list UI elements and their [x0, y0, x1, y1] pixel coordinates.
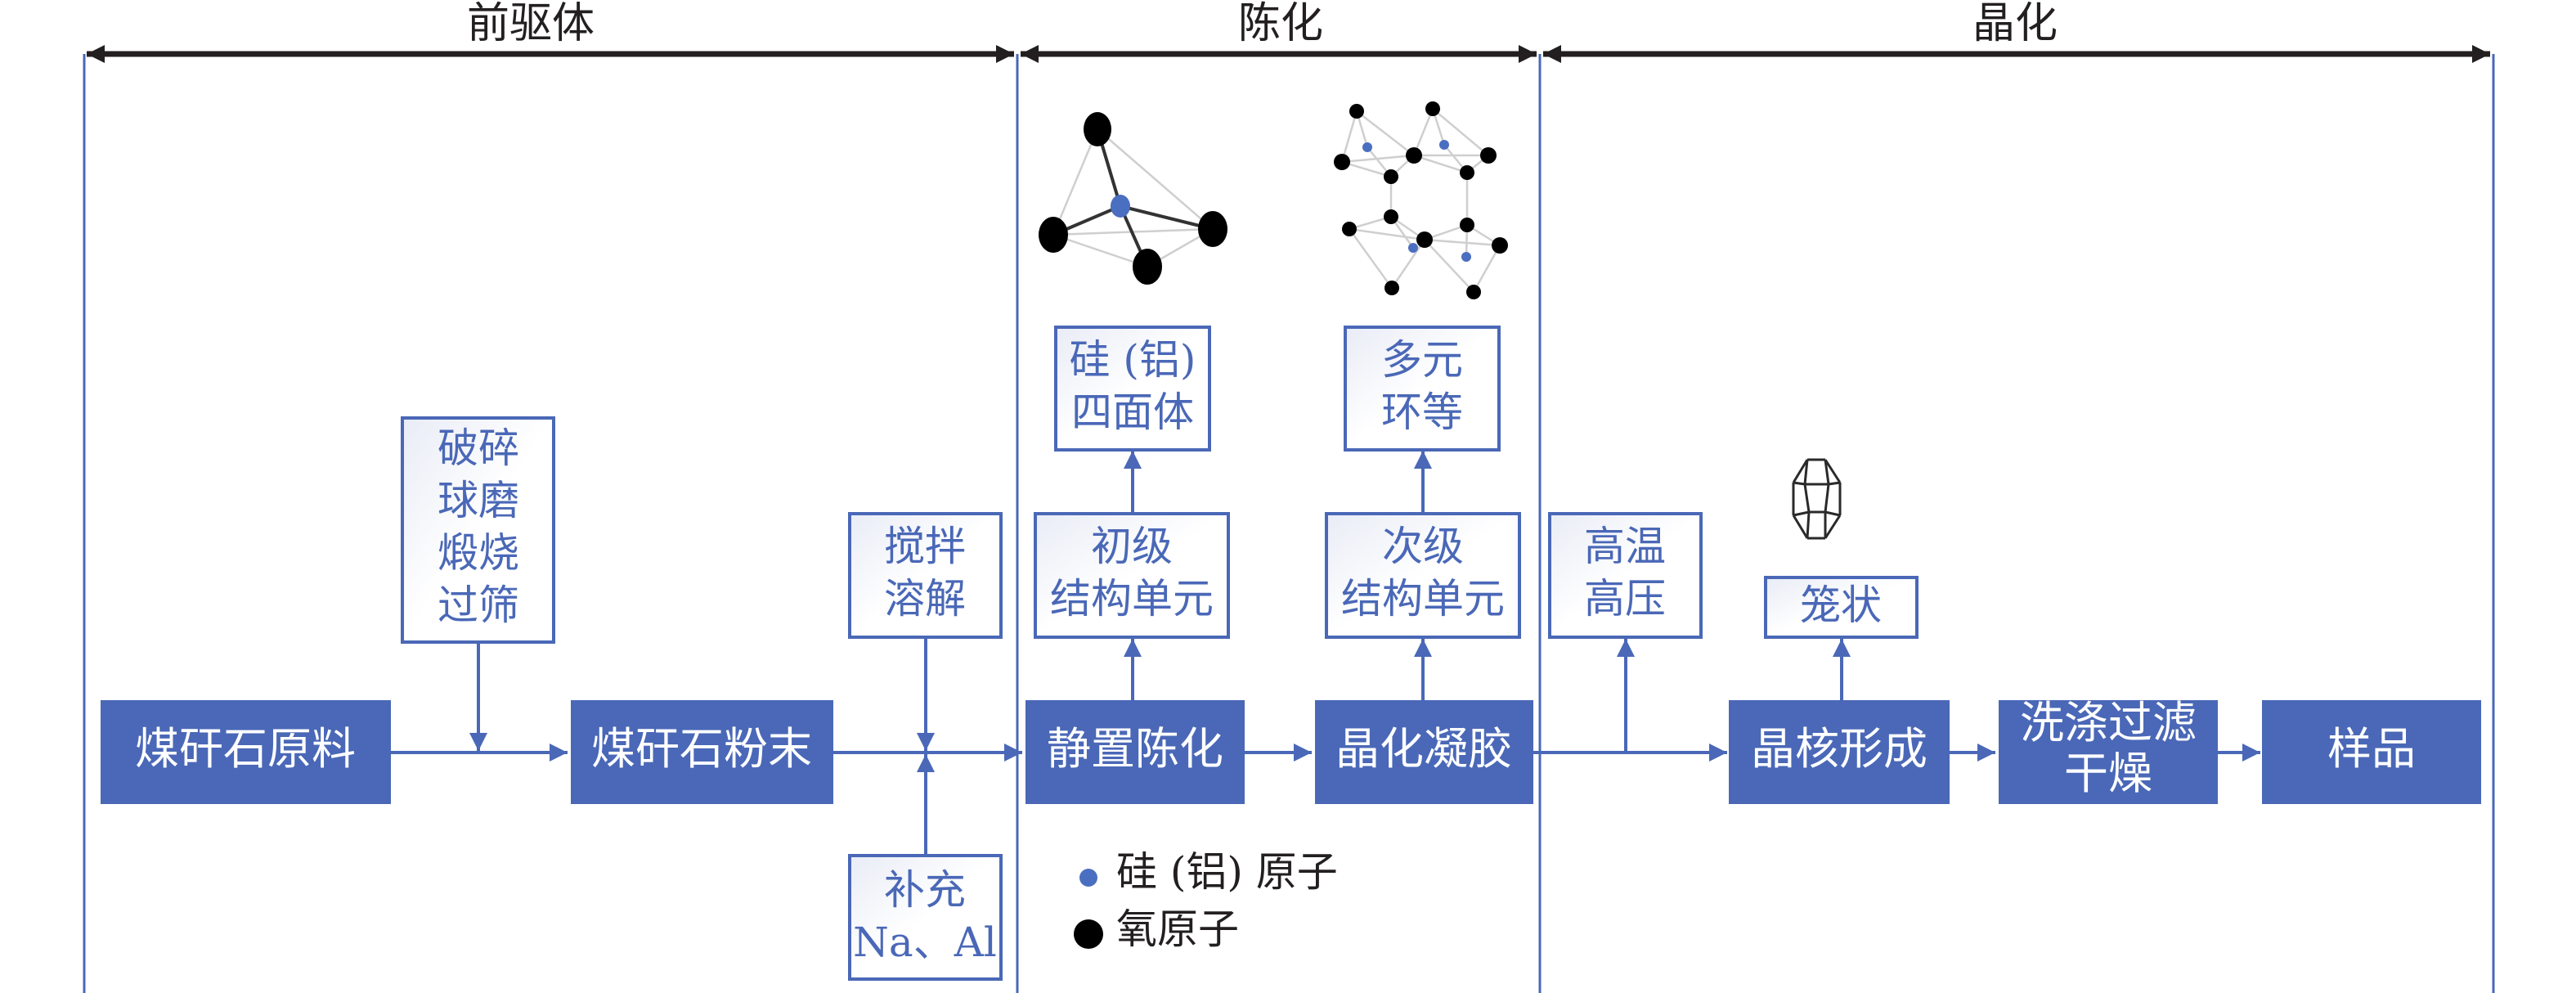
legend-item-oxygen: 氧原子 [1074, 905, 1239, 953]
box-cage[interactable]: 笼状 [1764, 576, 1919, 639]
box-pretreatment[interactable]: 破碎 球磨 煅烧 过筛 [401, 416, 555, 644]
step-powder[interactable]: 煤矸石粉末 [571, 700, 833, 804]
box-stir-dissolve[interactable]: 搅拌 溶解 [848, 512, 1003, 639]
supplement-line1: 补充 [884, 866, 966, 914]
step-wash-line2: 干燥 [2064, 748, 2152, 799]
oxygen-atom-icon [1074, 919, 1103, 949]
box-secondary-unit[interactable]: 次级 结构单元 [1325, 512, 1521, 639]
primary-line2: 结构单元 [1050, 575, 1214, 622]
step-wash-line1: 洗涤过滤 [2020, 697, 2197, 748]
step-nucleation-label: 晶核形成 [1751, 723, 1928, 775]
step-raw-material-label: 煤矸石原料 [135, 723, 356, 775]
secondary-line1: 次级 [1382, 523, 1464, 570]
legend-silicon-label: 硅 (铝) 原子 [1116, 848, 1338, 896]
multi-ring-cluster-icon [1334, 101, 1508, 299]
step-static-aging[interactable]: 静置陈化 [1025, 700, 1245, 804]
box-supplement[interactable]: 补充 Na、Al [848, 854, 1003, 981]
box-tetrahedron[interactable]: 硅 (铝) 四面体 [1054, 326, 1211, 452]
step-raw-material[interactable]: 煤矸石原料 [101, 700, 391, 804]
phase-label-precursor: 前驱体 [467, 0, 595, 48]
rings-line1: 多元 [1381, 336, 1463, 384]
stir-line2: 溶解 [884, 575, 966, 622]
high-tp-line1: 高温 [1584, 523, 1666, 570]
pretreat-line1: 破碎 [438, 425, 519, 472]
step-nucleation[interactable]: 晶核形成 [1729, 700, 1950, 804]
step-wash-filter-dry[interactable]: 洗涤过滤 干燥 [1999, 697, 2218, 804]
primary-line1: 初级 [1091, 523, 1173, 570]
stir-line1: 搅拌 [884, 523, 966, 570]
legend: 硅 (铝) 原子 氧原子 [1074, 848, 1338, 953]
step-static-aging-label: 静置陈化 [1047, 723, 1223, 775]
legend-item-silicon: 硅 (铝) 原子 [1079, 848, 1338, 896]
step-crystallization-gel-label: 晶化凝胶 [1335, 723, 1512, 775]
sodalite-cage-icon [1792, 458, 1842, 540]
tetrahedron-line2: 四面体 [1071, 389, 1194, 436]
secondary-line2: 结构单元 [1341, 575, 1505, 622]
step-powder-label: 煤矸石粉末 [591, 723, 812, 775]
phase-label-aging: 陈化 [1238, 0, 1323, 48]
legend-oxygen-label: 氧原子 [1116, 905, 1239, 953]
pretreat-line3: 煅烧 [438, 529, 519, 577]
silicon-atom-icon [1079, 869, 1097, 887]
tetrahedron-line1: 硅 (铝) [1070, 336, 1196, 384]
step-crystallization-gel[interactable]: 晶化凝胶 [1315, 700, 1533, 804]
high-tp-line2: 高压 [1584, 575, 1666, 622]
supplement-line2: Na、Al [853, 919, 997, 966]
tetrahedron-molecule-icon [1039, 112, 1227, 285]
pretreat-line2: 球磨 [438, 477, 519, 524]
box-multi-rings[interactable]: 多元 环等 [1344, 326, 1501, 452]
box-primary-unit[interactable]: 初级 结构单元 [1034, 512, 1230, 639]
pretreat-line4: 过筛 [438, 582, 519, 629]
cage-label: 笼状 [1800, 582, 1882, 629]
rings-line2: 环等 [1381, 389, 1463, 436]
step-sample[interactable]: 样品 [2262, 700, 2481, 804]
phase-label-crystallization: 晶化 [1972, 0, 2058, 48]
box-high-temp-pressure[interactable]: 高温 高压 [1548, 512, 1703, 639]
step-sample-label: 样品 [2327, 723, 2416, 775]
